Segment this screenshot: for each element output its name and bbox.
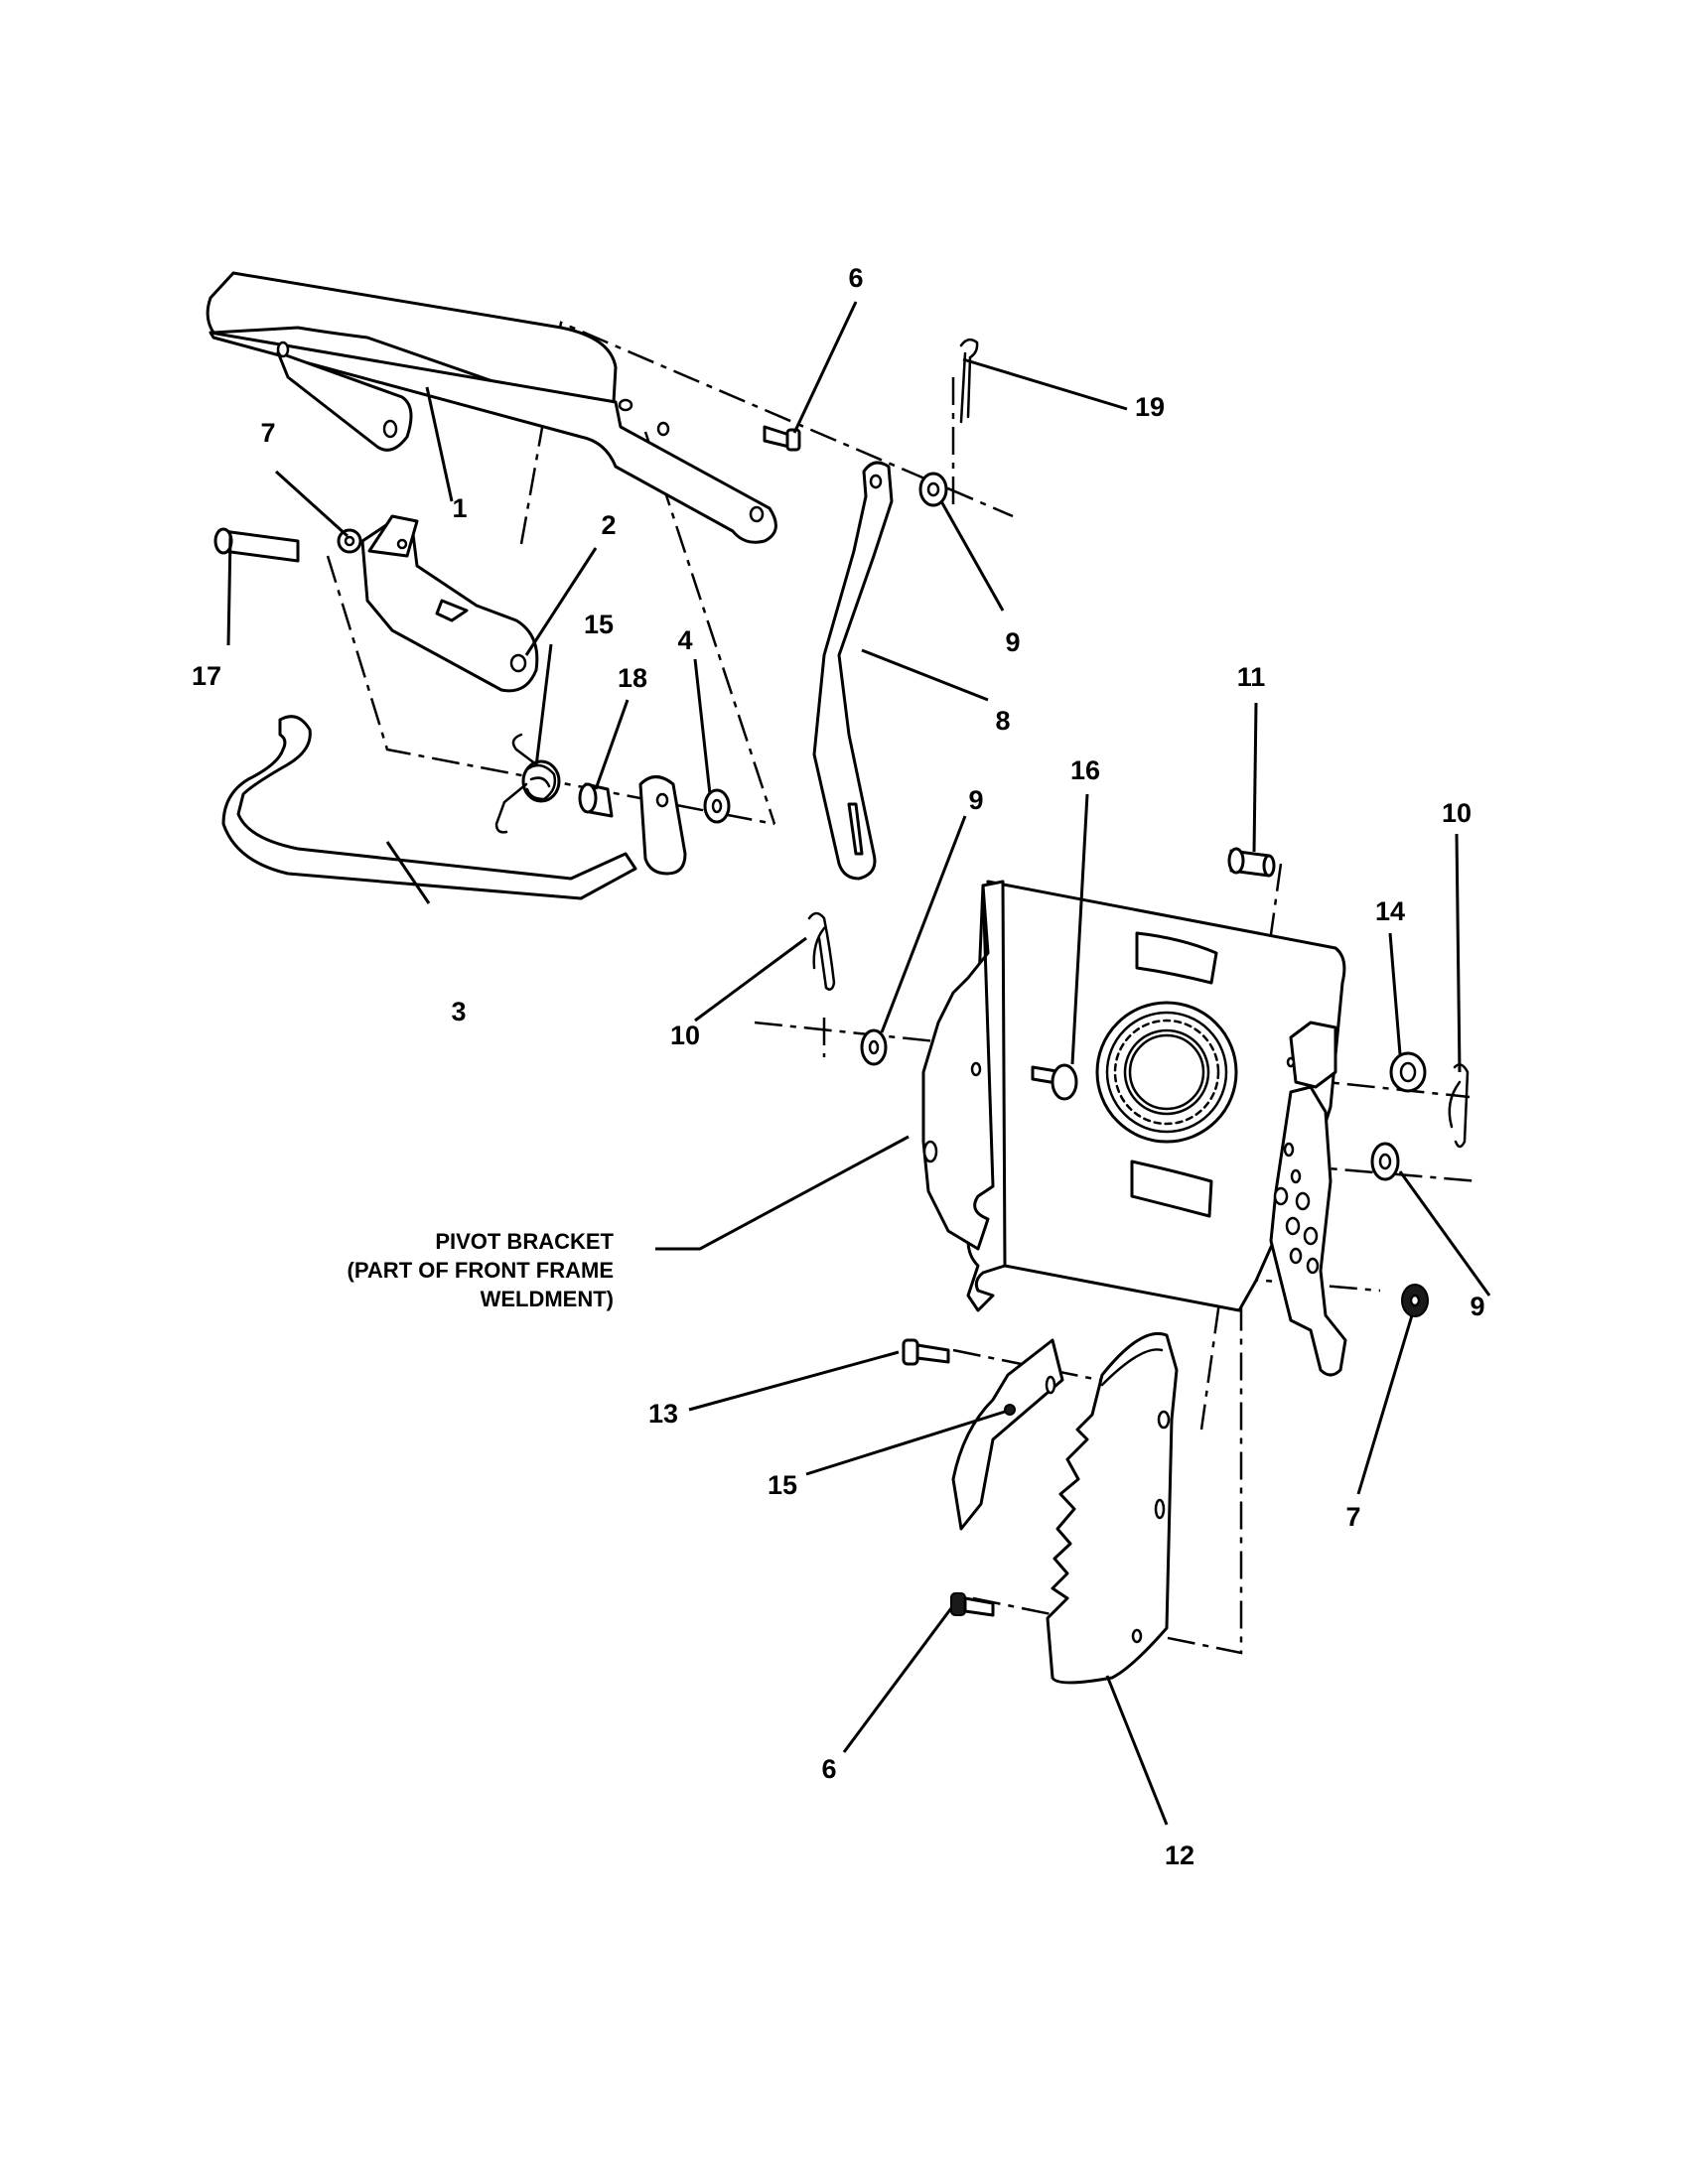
caption-line-1: PIVOT BRACKET	[435, 1229, 614, 1254]
part-10-hair-pin-left	[807, 911, 836, 991]
part-3-rod	[221, 715, 637, 900]
part-15-spring	[494, 733, 561, 834]
callout-1: 1	[452, 493, 467, 523]
callout-9-right: 9	[1470, 1292, 1484, 1321]
part-1-lever-bar	[206, 271, 777, 544]
pivot-bracket	[921, 880, 1347, 1377]
callout-17: 17	[192, 661, 221, 691]
part-14-nut	[1389, 1051, 1427, 1093]
part-15-shim-plate	[951, 1338, 1064, 1531]
part-9-washer-middle	[860, 1028, 888, 1066]
callout-18: 18	[618, 663, 647, 693]
callout-4: 4	[677, 625, 692, 655]
part-16-pin	[1031, 1063, 1078, 1101]
callout-7-upper: 7	[260, 418, 275, 448]
callout-13: 13	[648, 1399, 678, 1429]
part-8-link-bar	[812, 461, 894, 881]
callout-15-lower: 15	[768, 1470, 797, 1500]
callout-6-lower: 6	[821, 1754, 836, 1784]
part-19-cotter-pin	[959, 338, 979, 424]
callout-labels: 1 2 3 4 6 6 7 7 8 9 9 9 10 10 11 12 13 1…	[192, 263, 1485, 1870]
callout-11: 11	[1237, 662, 1266, 692]
pivot-bracket-caption: PIVOT BRACKET (PART OF FRONT FRAME WELDM…	[348, 1229, 615, 1311]
callout-10-left: 10	[670, 1021, 700, 1050]
callout-9-middle: 9	[968, 785, 983, 815]
part-12-notched-plate	[1046, 1331, 1179, 1685]
part-17-pin	[213, 527, 300, 563]
callout-7-lower: 7	[1345, 1502, 1360, 1532]
callout-2: 2	[601, 510, 616, 540]
part-9-washer-upper	[918, 472, 948, 507]
part-7-nut-lower	[1401, 1284, 1429, 1317]
part-13-screw	[902, 1338, 950, 1366]
caption-line-2: (PART OF FRONT FRAME	[348, 1258, 614, 1283]
part-plate-small	[638, 775, 687, 876]
callout-8: 8	[995, 706, 1010, 736]
part-6-screw-upper	[763, 425, 801, 452]
callout-3: 3	[451, 997, 466, 1026]
caption-line-3: WELDMENT)	[481, 1287, 614, 1311]
callout-12: 12	[1165, 1841, 1194, 1870]
part-4-washer	[703, 788, 731, 824]
part-7-nut-upper	[337, 528, 362, 554]
callout-9-upper: 9	[1005, 627, 1020, 657]
callout-14: 14	[1375, 896, 1405, 926]
part-6-screw-lower	[950, 1592, 995, 1617]
callout-6-upper: 6	[848, 263, 863, 293]
leader-lines	[226, 301, 1491, 1826]
callout-10-right: 10	[1442, 798, 1472, 828]
callout-15-upper: 15	[584, 610, 614, 639]
callout-19: 19	[1135, 392, 1165, 422]
part-18-bushing	[578, 782, 614, 818]
part-9-washer-right	[1370, 1142, 1400, 1181]
part-10-hair-pin-right	[1448, 1063, 1470, 1149]
part-2-bracket	[360, 514, 539, 693]
callout-16: 16	[1070, 755, 1100, 785]
part-11-pin	[1227, 847, 1276, 878]
